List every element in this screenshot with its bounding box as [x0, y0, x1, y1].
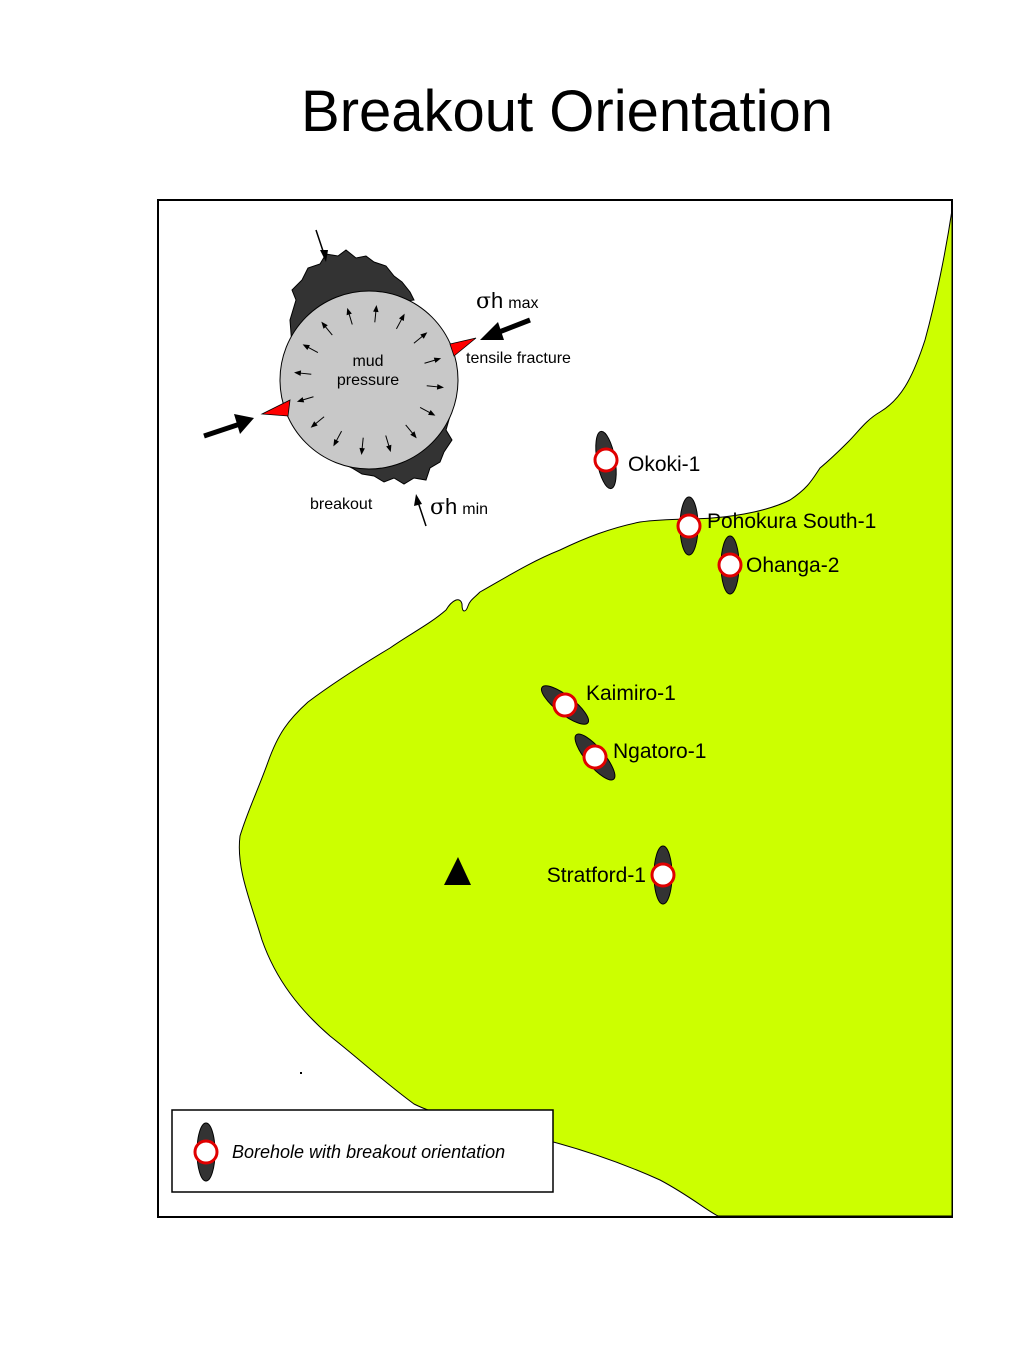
well-label: Ohanga-2 [746, 554, 839, 577]
well-stratford-1: Stratford-1 [547, 844, 676, 906]
radial-arrow-head [296, 397, 305, 403]
page-title: Breakout Orientation [301, 79, 833, 144]
well-ngatoro-1: Ngatoro-1 [566, 726, 706, 788]
tensile-fracture-right [449, 337, 477, 357]
radial-arrow-head [436, 384, 444, 390]
hmin-arrow-bottom [414, 494, 427, 527]
radial-arrow-head [333, 439, 340, 447]
mud-label-line2: pressure [337, 372, 399, 389]
legend: Borehole with breakout orientation [171, 1109, 554, 1193]
well-label: Stratford-1 [547, 864, 646, 887]
tensile-fracture-label: tensile fracture [466, 350, 571, 367]
radial-arrow-head [294, 370, 302, 376]
land-mass [238, 209, 953, 1217]
radial-arrow-head [373, 305, 379, 313]
well-okoki-1: Okoki-1 [588, 428, 700, 492]
legend-box [171, 1109, 554, 1193]
radial-arrow-head [428, 409, 436, 416]
radial-arrow-head [359, 447, 365, 455]
legend-label: Borehole with breakout orientation [232, 1142, 505, 1162]
radial-arrow-head [386, 444, 392, 453]
mud-label-line1: mud [352, 353, 383, 370]
hmax-arrow-right [480, 317, 531, 340]
hmin-arrow-top [315, 229, 328, 262]
hmax-arrow-left [203, 414, 254, 439]
well-label: Kaimiro-1 [586, 682, 676, 705]
tensile-fracture-left [260, 399, 291, 417]
radial-arrow-head [346, 307, 352, 316]
well-pohokura-south-1: Pohokura South-1 [676, 495, 876, 557]
breakout-label: breakout [310, 496, 373, 513]
well-kaimiro-1: Kaimiro-1 [533, 676, 676, 734]
radial-arrow-head [433, 357, 442, 363]
radial-arrow-head [398, 313, 405, 321]
radial-arrow-head [420, 332, 428, 339]
radial-arrows [294, 305, 444, 455]
well-label: Okoki-1 [628, 453, 700, 476]
map-dot [300, 1072, 302, 1074]
wellbore-circle [279, 290, 459, 470]
radial-arrow-head [310, 421, 318, 428]
well-ohanga-2: Ohanga-2 [717, 534, 839, 596]
radial-arrow-head [321, 321, 328, 329]
well-label: Pohokura South-1 [707, 510, 876, 533]
triangle-icon [444, 857, 471, 885]
radial-arrow-head [410, 431, 417, 439]
well-label: Ngatoro-1 [613, 740, 706, 763]
radial-arrow-head [302, 344, 310, 351]
